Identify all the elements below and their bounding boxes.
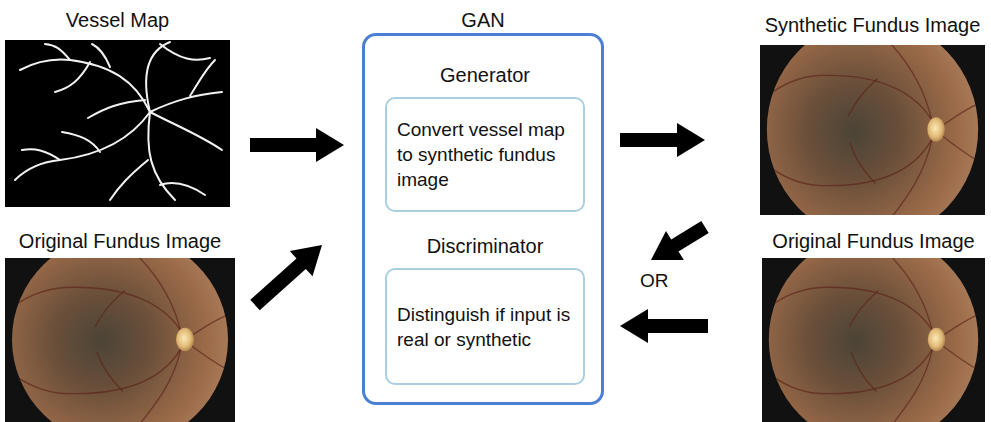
or-label: OR	[638, 270, 671, 292]
image-panel: Original Fundus Image	[762, 258, 985, 422]
heading: Synthetic Fundus Image	[765, 13, 981, 37]
heading: Original Fundus Image	[19, 229, 221, 253]
heading: GAN	[461, 8, 504, 32]
block-arrow	[651, 221, 709, 260]
image-panel: Vessel Map	[5, 40, 230, 207]
image-panel: Synthetic Fundus Image	[760, 45, 985, 215]
box-text: Convert vessel map to synthetic fundus i…	[397, 117, 573, 192]
heading: Generator	[440, 63, 530, 87]
fundus-image	[762, 229, 985, 422]
heading: Original Fundus Image	[772, 229, 974, 253]
fundus-image	[5, 229, 235, 422]
block-arrow	[250, 245, 322, 310]
block-arrow	[620, 123, 705, 157]
heading: Discriminator	[427, 234, 544, 258]
block-arrow	[250, 128, 344, 162]
box-text: Distinguish if input is real or syntheti…	[397, 302, 573, 352]
synthetic-fundus-image	[760, 14, 985, 248]
image-panel: Original Fundus Image	[5, 258, 235, 422]
vessel-map-image	[5, 40, 230, 207]
heading: Vessel Map	[66, 8, 169, 32]
gan-box: GANGeneratorConvert vessel map to synthe…	[362, 33, 604, 405]
process-box: DiscriminatorDistinguish if input is rea…	[385, 268, 585, 385]
process-box: GeneratorConvert vessel map to synthetic…	[385, 97, 585, 212]
block-arrow	[620, 309, 708, 343]
